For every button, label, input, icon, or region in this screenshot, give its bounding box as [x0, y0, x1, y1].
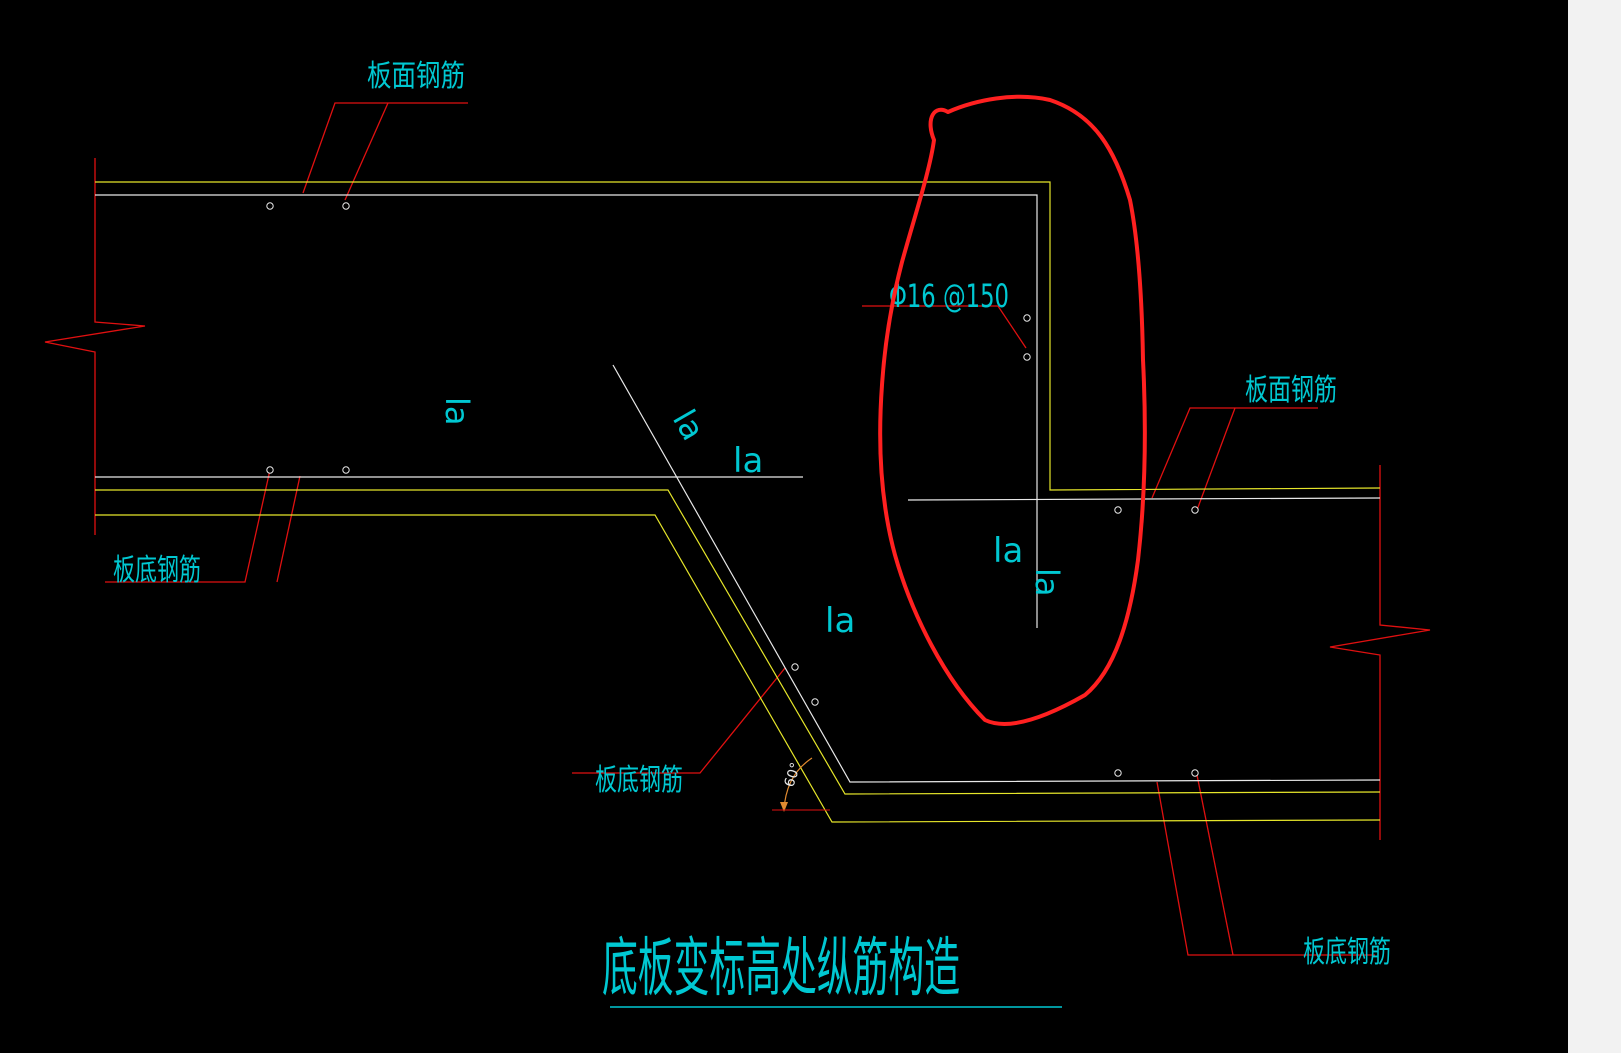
label-anchor-length-6: la	[825, 601, 855, 641]
yellow-top-rebar	[95, 181, 1381, 491]
label-slab-bottom-rebar-left: 板底钢筋	[113, 553, 201, 588]
label-slab-bottom-rebar-right: 板底钢筋	[1303, 935, 1391, 970]
leader-top-right	[1151, 407, 1318, 499]
drawing-title: 底板变标高处纵筋构造	[602, 932, 960, 1006]
angle-mark: 60°	[772, 757, 830, 812]
yellow-bottom-rebar-1	[95, 489, 1381, 795]
label-anchor-length-5: la	[1028, 568, 1066, 597]
label-anchor-length-3: la	[733, 441, 763, 481]
leader-bottom-right	[1156, 781, 1375, 956]
label-slab-top-rebar-right: 板面钢筋	[1245, 373, 1337, 408]
label-anchor-length-2: la	[665, 403, 712, 447]
label-slab-top-rebar-left: 板面钢筋	[367, 59, 465, 94]
label-rebar-spec: Φ16 @150	[889, 277, 1009, 315]
cad-drawing-canvas[interactable]: 60° 板面钢筋 板底钢筋 板面钢筋 板底钢筋 板底钢筋 Φ16 @150 la…	[0, 0, 1568, 1053]
label-slab-bottom-rebar-slope: 板底钢筋	[595, 763, 683, 798]
leader-slope	[572, 667, 786, 774]
yellow-bottom-rebar-2	[95, 514, 1381, 823]
white-top-rebar	[95, 194, 1038, 628]
label-anchor-length-4: la	[993, 531, 1023, 571]
leader-bottom-left	[105, 469, 271, 583]
rebar-dots	[266, 202, 1199, 777]
side-panel	[1568, 0, 1621, 1053]
right-break-line	[1329, 465, 1431, 840]
red-markup-circle	[878, 94, 1147, 726]
label-anchor-length-1: la	[438, 397, 476, 426]
leader-rebar-spec	[862, 305, 1027, 349]
angle-label: 60°	[782, 761, 805, 790]
white-slope-rebar	[612, 364, 1381, 783]
rebar-detail-drawing: 60° 板面钢筋 板底钢筋 板面钢筋 板底钢筋 板底钢筋 Φ16 @150 la…	[44, 59, 1431, 1008]
leader-top-left	[302, 102, 468, 194]
left-break-line	[44, 158, 146, 535]
